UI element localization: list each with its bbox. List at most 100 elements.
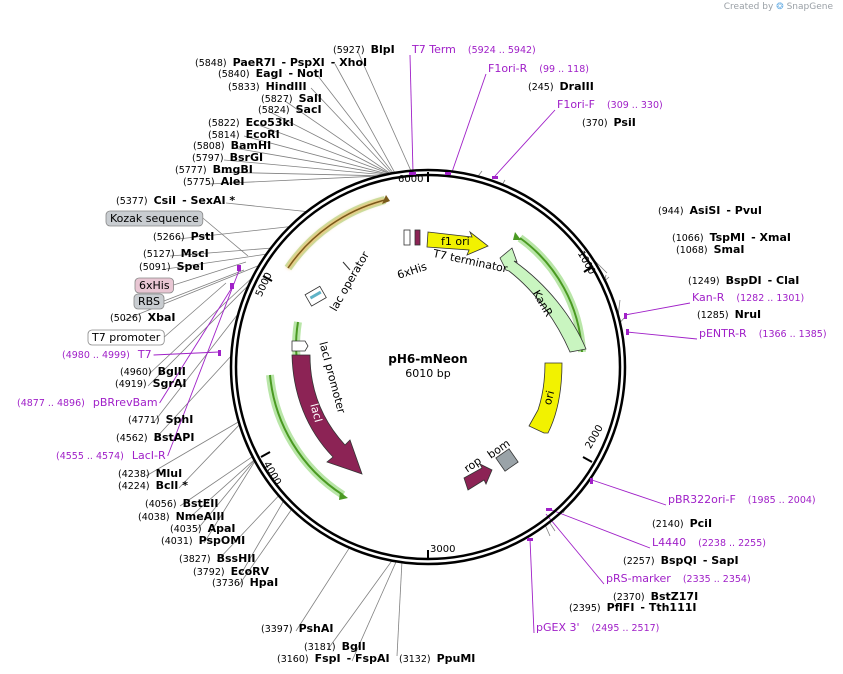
enzyme-label: (2140)PciI xyxy=(652,517,712,530)
enzyme-leader xyxy=(148,276,253,375)
enzyme-leader xyxy=(327,560,393,650)
enzyme-name: BspQI xyxy=(661,554,697,567)
enzyme-position: (1285) xyxy=(697,310,729,321)
enzyme-name: NruI xyxy=(735,308,762,321)
enzyme-leader xyxy=(295,547,350,632)
tick-5000 xyxy=(262,275,273,282)
enzyme-label: (5091)SpeI xyxy=(139,260,204,273)
enzyme-leader xyxy=(357,51,412,171)
feature-box-leader xyxy=(173,261,247,286)
enzyme-label: (3827)BssHII xyxy=(179,552,255,565)
f1-ori-arrow xyxy=(426,230,489,256)
enzyme-position: (3160) xyxy=(277,654,309,665)
feature-box-text: RBS xyxy=(138,295,160,308)
annotation-labels: (5927)BlpI(5848)PaeR7I- PspXI- XhoI(5840… xyxy=(17,43,827,665)
primer-label: pGEX 3'(2495 .. 2517) xyxy=(536,621,659,634)
enzyme-position: (3736) xyxy=(212,578,244,589)
enzyme-position: (4056) xyxy=(145,499,177,510)
enzyme-label: (3132) PpuMI xyxy=(399,652,475,665)
enzyme-name: PpuMI xyxy=(437,652,476,665)
enzyme-name: Eco53kI xyxy=(246,116,294,129)
enzyme-position: (3181) xyxy=(304,642,336,653)
enzyme-label: (3397) PshAI xyxy=(261,622,333,635)
enzyme-label: (4224)BclI * xyxy=(118,479,188,492)
enzyme-leader xyxy=(238,508,293,586)
enzyme-label: (5824)SacI xyxy=(258,103,322,116)
enzyme-position: (4038) xyxy=(138,512,170,523)
enzyme-name: TspMI xyxy=(710,231,746,244)
enzyme-leader xyxy=(178,424,240,489)
bom-box xyxy=(495,448,519,472)
enzyme-position: (5377) xyxy=(116,196,148,207)
enzyme-label: (245)DraIII xyxy=(528,80,594,93)
primer-name: pGEX 3' xyxy=(536,621,580,634)
tick-1000 xyxy=(583,265,594,273)
enzyme-leader xyxy=(243,135,389,175)
enzyme-label: (370)PsiI xyxy=(582,116,636,129)
enzyme-name: SacI xyxy=(296,103,322,116)
enzyme-label: (1249)BspDI- ClaI xyxy=(688,274,799,287)
arc-arrowhead-right xyxy=(513,232,521,240)
tick-label-3000: 3000 xyxy=(430,544,455,555)
enzyme-position: (3792) xyxy=(193,567,225,578)
enzyme-position: (5822) xyxy=(208,118,240,129)
enzyme-label: (5377)CsiI- SexAI * xyxy=(116,194,235,207)
primer-leader xyxy=(529,538,535,634)
feature-box-text: 6xHis xyxy=(139,279,170,292)
enzyme-name: BspDI xyxy=(726,274,762,287)
laci-label: lacI xyxy=(307,402,324,424)
feature-box xyxy=(87,329,165,346)
primer-label: (4980 .. 4999)T7 xyxy=(62,348,152,361)
mneon-arc xyxy=(287,199,386,269)
enzyme-name: PaeR7I xyxy=(233,56,276,69)
enzyme-position: (5840) xyxy=(218,69,250,80)
enzyme-position: (3397) xyxy=(261,624,293,635)
primer-leader xyxy=(153,351,220,356)
primer-name: LacI-R xyxy=(132,449,166,462)
enzyme-leader xyxy=(223,159,385,176)
enzyme-name: BclI * xyxy=(156,479,189,492)
enzyme-leader xyxy=(187,459,255,520)
enzyme-label: (4919)SgrAI xyxy=(115,377,186,390)
enzyme-label: (5808)BamHI xyxy=(193,139,271,152)
backbone-outer-circle xyxy=(229,168,627,566)
enzyme-position: (4771) xyxy=(128,415,160,426)
enzyme-name: BstZ17I xyxy=(651,590,699,603)
enzyme-label: (5775) AleI xyxy=(183,175,244,188)
f1-ori-label: f1 ori xyxy=(441,235,470,248)
enzyme-name-alt: - NotI xyxy=(289,67,324,80)
enzyme-label: (5266)PstI xyxy=(153,230,214,243)
ori-label: ori xyxy=(541,389,557,406)
enzyme-name: AleI xyxy=(221,175,245,188)
feature-box-label: Kozak sequence xyxy=(105,210,204,227)
enzyme-position: (5775) xyxy=(183,177,215,188)
enzyme-position: (370) xyxy=(582,118,608,129)
enzyme-name: PshAI xyxy=(299,622,334,635)
primer-leader xyxy=(624,302,691,316)
enzyme-leader xyxy=(213,171,381,177)
enzyme-position: (5797) xyxy=(192,153,224,164)
enzyme-label: (4238)MluI xyxy=(118,467,182,480)
enzyme-label: (4562)BstAPI xyxy=(116,431,194,444)
enzyme-position: (5777) xyxy=(175,165,207,176)
primer-label: Kan-R(1282 .. 1301) xyxy=(692,291,804,304)
plasmid-length: 6010 bp xyxy=(405,367,450,380)
tick-2000 xyxy=(582,456,593,463)
enzyme-position: (5808) xyxy=(193,141,225,152)
primer-range: (1282 .. 1301) xyxy=(736,293,804,304)
feature-box xyxy=(134,277,174,294)
enzyme-position: (1066) xyxy=(672,233,704,244)
lac-operator-label: lac operator xyxy=(327,249,372,314)
enzyme-leader xyxy=(177,226,290,240)
enzyme-name: AsiSI xyxy=(690,204,721,217)
enzyme-position: (5833) xyxy=(228,82,260,93)
enzyme-leader xyxy=(240,500,284,575)
enzyme-position: (3132) xyxy=(399,654,431,665)
primer-label: pENTR-R(1366 .. 1385) xyxy=(699,327,827,340)
primer-label: (4555 .. 4574)LacI-R xyxy=(56,449,166,462)
enzyme-name: BglI xyxy=(342,640,366,653)
enzyme-name-alt: - PvuI xyxy=(726,204,762,217)
primer-leader xyxy=(167,267,241,457)
laci-promoter-arrow xyxy=(291,340,309,352)
enzyme-name: SmaI xyxy=(714,243,745,256)
